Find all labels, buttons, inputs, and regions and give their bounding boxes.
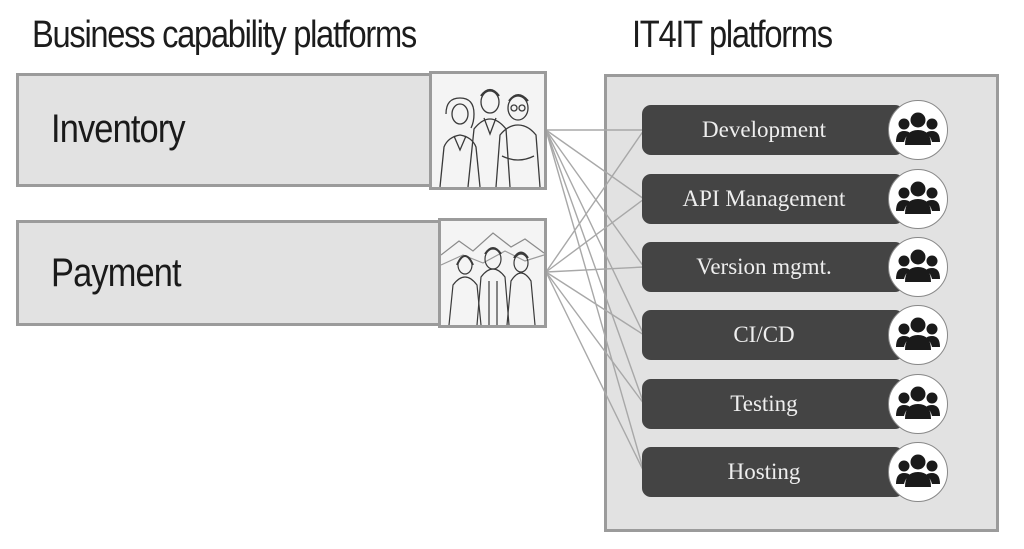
inventory-team-photo xyxy=(429,71,547,190)
connector-line xyxy=(545,129,645,473)
connector-line xyxy=(545,129,645,268)
connector-line xyxy=(545,129,645,200)
users-group-icon xyxy=(896,112,940,145)
it4it-platforms-heading: IT4IT platforms xyxy=(632,14,833,56)
connector-line xyxy=(545,266,645,273)
users-group-icon xyxy=(896,454,940,487)
users-group-icon xyxy=(896,317,940,350)
business-platforms-heading: Business capability platforms xyxy=(32,14,417,56)
connector-line xyxy=(545,198,645,273)
connector-line xyxy=(545,129,645,336)
it4it-platform-label: CI/CD xyxy=(733,322,795,347)
team-icon-circle xyxy=(888,374,948,434)
connector-line xyxy=(545,129,645,273)
connector-line xyxy=(545,129,645,405)
it4it-platform-testing[interactable]: Testing xyxy=(642,374,948,434)
it4it-platform-hosting[interactable]: Hosting xyxy=(642,442,948,502)
team-icon-circle xyxy=(888,305,948,365)
payment-team-photo xyxy=(438,218,547,328)
business-platform-payment[interactable]: Payment xyxy=(16,220,442,326)
users-group-icon xyxy=(896,249,940,282)
it4it-platform-ci-cd[interactable]: CI/CD xyxy=(642,305,948,365)
business-platform-label: Payment xyxy=(51,251,182,295)
team-icon-circle xyxy=(888,100,948,160)
team-icon-circle xyxy=(888,169,948,229)
it4it-platform-label: Hosting xyxy=(727,459,801,484)
team-icon-circle xyxy=(888,442,948,502)
connector-line xyxy=(545,271,645,405)
business-platform-label: Inventory xyxy=(51,107,186,151)
connector-line xyxy=(545,271,645,473)
team-icon-circle xyxy=(888,237,948,297)
it4it-platform-api-management[interactable]: API Management xyxy=(642,169,948,229)
it4it-platform-label: Testing xyxy=(730,391,798,416)
it4it-platform-development[interactable]: Development xyxy=(642,100,948,160)
users-group-icon xyxy=(896,181,940,214)
users-group-icon xyxy=(896,386,940,419)
it4it-platform-version-mgmt[interactable]: Version mgmt. xyxy=(642,237,948,297)
it4it-platform-label: API Management xyxy=(682,186,846,211)
connector-line xyxy=(545,271,645,336)
it4it-platform-label: Version mgmt. xyxy=(696,254,832,279)
it4it-platform-label: Development xyxy=(702,117,826,142)
